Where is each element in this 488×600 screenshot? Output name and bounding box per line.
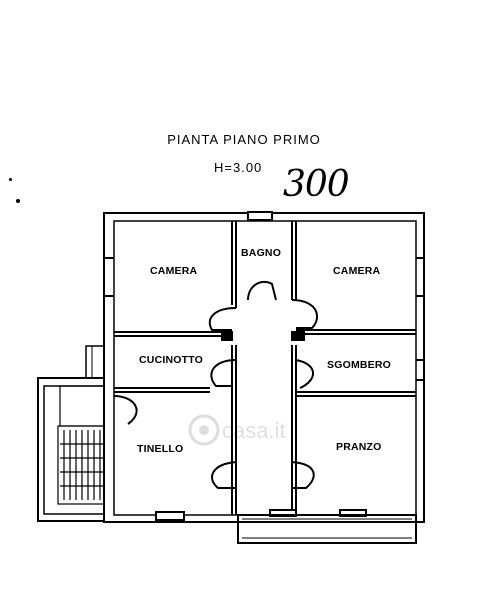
room-label-sgombero: SGOMBERO (327, 359, 392, 371)
balcony (237, 514, 417, 544)
watermark-text: casa.it (222, 418, 286, 443)
room-label-pranzo: PRANZO (336, 441, 382, 453)
height-value: H=3.00 (214, 160, 263, 175)
handwritten-note: 300 (283, 164, 350, 205)
watermark-logo (188, 414, 220, 446)
room-label-camera-left: CAMERA (150, 265, 198, 277)
room-label-bagno: BAGNO (241, 247, 282, 259)
window (247, 211, 273, 221)
speck (16, 199, 20, 203)
plan-title: PIANTA PIANO PRIMO (167, 132, 321, 147)
room-label-camera-right: CAMERA (333, 265, 381, 277)
room-label-tinello: TINELLO (137, 443, 184, 455)
stair-treads (60, 430, 104, 500)
stairs (57, 425, 105, 505)
room-label-cucinotto: CUCINOTTO (139, 354, 204, 366)
speck (9, 178, 12, 181)
